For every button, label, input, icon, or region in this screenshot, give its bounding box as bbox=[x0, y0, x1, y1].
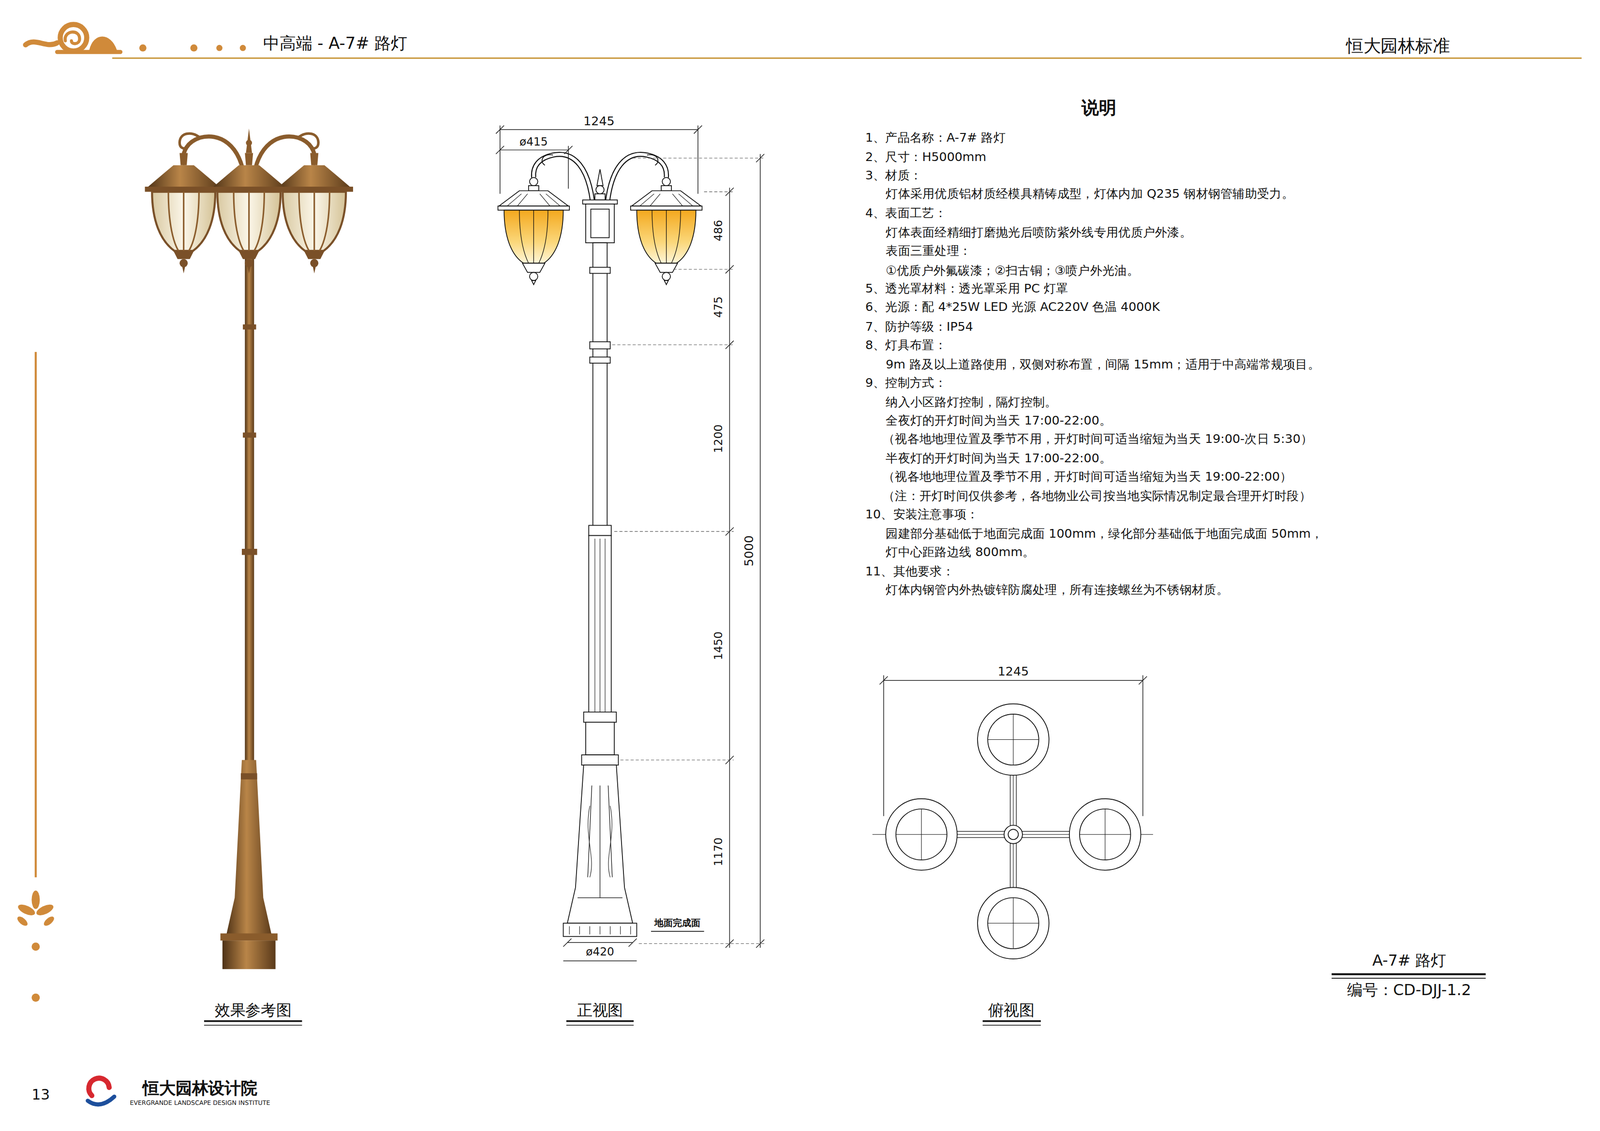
note-line: 表面三重处理： bbox=[885, 244, 972, 257]
side-ornament bbox=[15, 352, 56, 1003]
note-line: 纳入小区路灯控制，隔灯控制。 bbox=[885, 396, 1057, 409]
note-line: 7、防护等级：IP54 bbox=[865, 320, 974, 333]
dimension-text: 1245 bbox=[997, 665, 1029, 678]
dimension-text: 1245 bbox=[583, 115, 615, 128]
view-caption: 效果参考图 bbox=[214, 1003, 292, 1020]
note-line: 2、尺寸：H5000mm bbox=[865, 150, 987, 163]
note-line: 灯体内钢管内外热镀锌防腐处理，所有连接螺丝为不锈钢材质。 bbox=[885, 583, 1229, 596]
dimension-text: ø420 bbox=[585, 946, 615, 958]
dimension-text: 1200 bbox=[712, 424, 725, 454]
note-line: 全夜灯的开灯时间为当天 17:00-22:00。 bbox=[885, 414, 1112, 427]
page-number: 13 bbox=[31, 1087, 51, 1103]
note-line: 9、控制方式： bbox=[865, 376, 947, 389]
note-line: 灯中心距路边线 800mm。 bbox=[885, 546, 1035, 559]
note-line: 半夜灯的开灯时间为当天 17:00-22:00。 bbox=[885, 452, 1112, 465]
notes-heading: 说明 bbox=[1081, 99, 1117, 118]
dimension-text: 486 bbox=[712, 220, 725, 242]
ground-label: 地面完成面 bbox=[654, 918, 701, 929]
dimension-text: 475 bbox=[712, 296, 725, 318]
sheet-title: 中高端 - A-7# 路灯 bbox=[263, 35, 407, 53]
note-line: ①优质户外氟碳漆；②扫古铜；③喷户外光油。 bbox=[885, 264, 1140, 277]
lamp-top-view bbox=[872, 675, 1154, 960]
view-caption: 俯视图 bbox=[988, 1003, 1035, 1020]
institute-logo bbox=[87, 1078, 115, 1105]
note-line: （视各地地理位置及季节不用，开灯时间可适当缩短为当天 19:00-次日 5:30… bbox=[882, 432, 1313, 445]
dimension-text: ø415 bbox=[519, 136, 549, 148]
header-ornament bbox=[25, 24, 121, 53]
note-line: 6、光源：配 4*25W LED 光源 AC220V 色温 4000K bbox=[865, 300, 1160, 313]
header-rule bbox=[112, 57, 1582, 60]
note-line: 5、透光罩材料：透光罩采用 PC 灯罩 bbox=[865, 282, 1069, 295]
lamp-front-view bbox=[498, 154, 703, 937]
caption-rules bbox=[204, 974, 1486, 1026]
lamp-rendering bbox=[145, 128, 354, 970]
sheet-standard: 恒大园林标准 bbox=[1346, 37, 1451, 55]
dimension-lines bbox=[495, 125, 765, 962]
note-line: 灯体表面经精细打磨抛光后喷防紫外线专用优质户外漆。 bbox=[885, 226, 1192, 239]
note-line: 10、安装注意事项： bbox=[865, 508, 979, 521]
note-line: 9m 路及以上道路使用，双侧对称布置，间隔 15mm；适用于中高端常规项目。 bbox=[885, 358, 1320, 371]
note-line: 4、表面工艺： bbox=[865, 207, 947, 220]
note-line: （视各地地理位置及季节不用，开灯时间可适当缩短为当天 19:00-22:00） bbox=[882, 470, 1293, 483]
note-line: 8、灯具布置： bbox=[865, 338, 947, 351]
note-line: 灯体采用优质铝材质经模具精铸成型，灯体内加 Q235 钢材钢管辅助受力。 bbox=[885, 187, 1294, 200]
dimension-text: 5000 bbox=[742, 535, 756, 567]
drawing-name: A-7# 路灯 bbox=[1372, 953, 1446, 970]
header-dots bbox=[139, 44, 246, 52]
note-line: （注：开灯时间仅供参考，各地物业公司按当地实际情况制定最合理开灯时段） bbox=[882, 489, 1312, 503]
institute-name-en: EVERGRANDE LANDSCAPE DESIGN INSTITUTE bbox=[129, 1099, 270, 1107]
view-caption: 正视图 bbox=[577, 1003, 623, 1020]
dimension-text: 1170 bbox=[712, 837, 725, 867]
note-line: 园建部分基础低于地面完成面 100mm，绿化部分基础低于地面完成面 50mm， bbox=[885, 527, 1323, 540]
institute-name: 恒大园林设计院 bbox=[142, 1080, 257, 1097]
dimension-text: 1450 bbox=[712, 631, 725, 661]
note-line: 3、材质： bbox=[865, 169, 922, 182]
note-line: 1、产品名称：A-7# 路灯 bbox=[865, 131, 1006, 144]
extension-lines bbox=[612, 158, 765, 944]
drawing-number: 编号：CD-DJJ-1.2 bbox=[1347, 983, 1471, 999]
note-line: 11、其他要求： bbox=[865, 565, 955, 578]
